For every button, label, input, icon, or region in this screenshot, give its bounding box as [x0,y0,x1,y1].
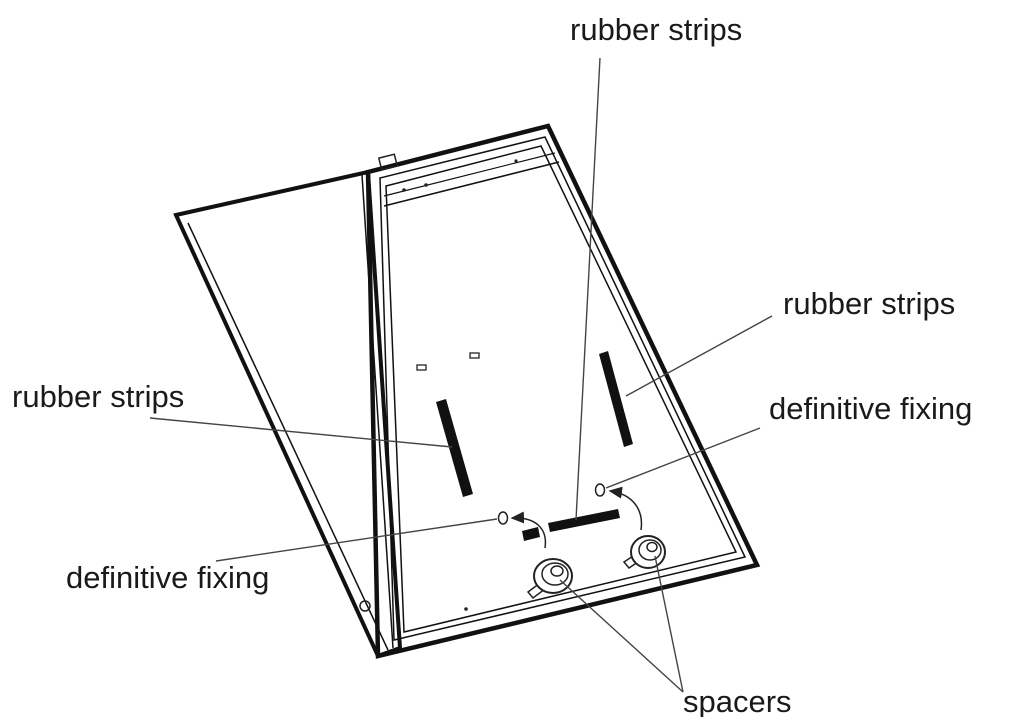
arrow-left [510,511,547,549]
rubber-strip-right [599,351,633,447]
leader-rubber-strips-top [575,57,601,521]
leader-rubber-strips-right [625,315,773,397]
door-panel [173,169,403,659]
label-definitive-fixing-left: definitive fixing [66,560,269,595]
leader-definitive-fixing-left [215,518,498,562]
spacer-left [526,558,573,600]
leader-definitive-fixing-right [605,427,761,489]
label-rubber-strips-left: rubber strips [12,379,184,414]
rubber-strip-small [522,527,540,541]
definitive-fixing-holes [497,483,643,549]
label-definitive-fixing-right: definitive fixing [769,391,972,426]
rubber-strips [436,351,633,541]
label-rubber-strips-top: rubber strips [570,12,742,47]
fixing-hole-left [497,511,509,525]
hinge-circle [359,600,371,612]
spacers [526,535,666,600]
top-latch [377,153,399,171]
back-panel-frame [365,123,761,659]
label-rubber-strips-right: rubber strips [783,286,955,321]
spacer-right [622,535,666,569]
rubber-strip-bottom [548,509,620,532]
leader-rubber-strips-left [149,417,453,448]
leader-lines [149,57,773,693]
rubber-strip-left [436,399,473,497]
fixing-hole-right [594,483,606,497]
label-spacers: spacers [683,684,792,717]
leader-spacers-right [654,555,684,693]
slot [469,352,480,359]
slot [416,364,427,371]
arrow-right [608,486,643,531]
leader-spacers-left [559,579,684,693]
